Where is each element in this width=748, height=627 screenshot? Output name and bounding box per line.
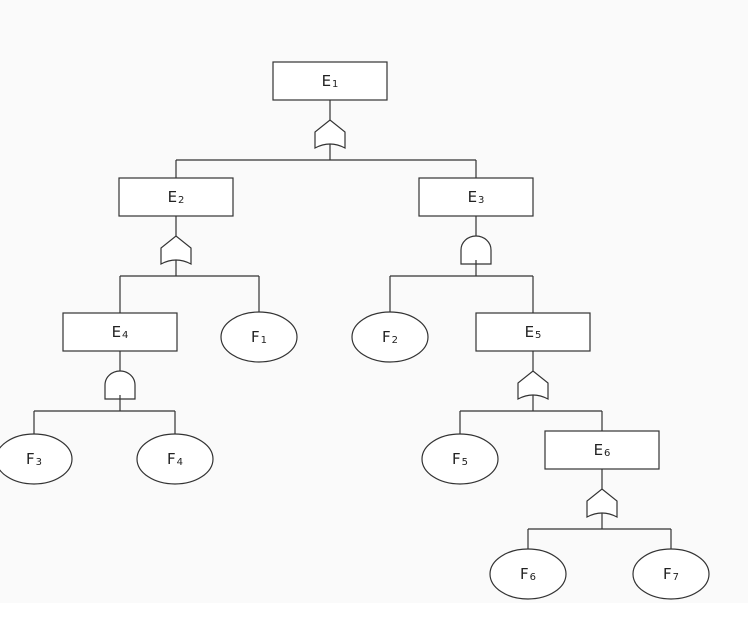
event-box-e2	[118, 177, 234, 217]
basic-event-label-f6: F6	[520, 565, 536, 584]
event-label-e2: E2	[168, 188, 185, 207]
event-box-e1	[272, 61, 388, 101]
basic-event-f6	[489, 548, 567, 600]
basic-event-f7	[632, 548, 710, 600]
basic-event-f1	[220, 311, 298, 363]
basic-event-label-f3: F3	[26, 450, 42, 469]
basic-event-f2	[351, 311, 429, 363]
or-gate-e5	[517, 370, 549, 400]
basic-event-f5	[421, 433, 499, 485]
event-box-e6	[544, 430, 660, 470]
or-gate-e6	[586, 488, 618, 518]
basic-event-label-f2: F2	[382, 328, 398, 347]
event-label-e4: E4	[112, 323, 129, 342]
event-label-e1: E1	[322, 72, 339, 91]
or-gate-e1	[314, 119, 346, 149]
event-label-e5: E5	[525, 323, 542, 342]
basic-event-label-f4: F4	[167, 450, 183, 469]
and-gate-e4	[104, 370, 136, 400]
event-label-e6: E6	[594, 441, 611, 460]
basic-event-f3	[0, 433, 73, 485]
basic-event-label-f7: F7	[663, 565, 679, 584]
basic-event-f4	[136, 433, 214, 485]
event-box-e4	[62, 312, 178, 352]
event-box-e5	[475, 312, 591, 352]
or-gate-e2	[160, 235, 192, 265]
event-label-e3: E3	[468, 188, 485, 207]
basic-event-label-f1: F1	[251, 328, 267, 347]
event-box-e3	[418, 177, 534, 217]
basic-event-label-f5: F5	[452, 450, 468, 469]
and-gate-e3	[460, 235, 492, 265]
